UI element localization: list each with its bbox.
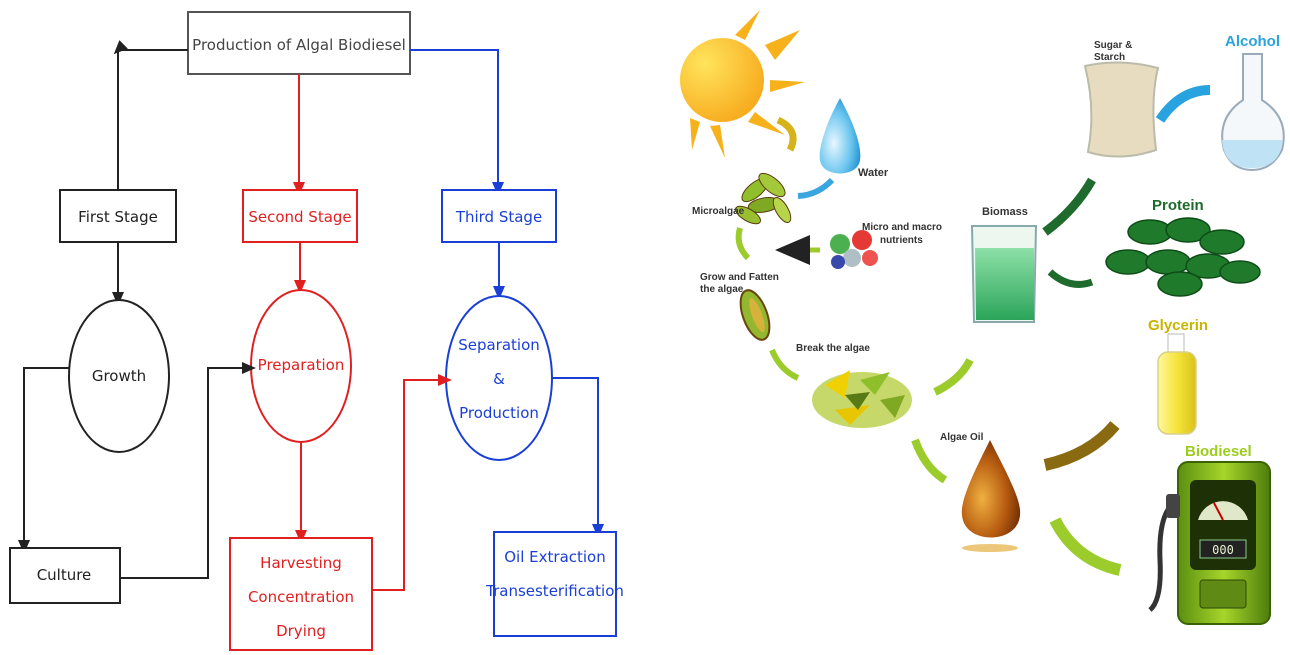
flowchart: Production of Algal Biodiesel First Stag…	[9, 11, 624, 651]
oil-arrow-down-icon	[1049, 517, 1122, 576]
fuel-pump-icon: 000	[1148, 461, 1271, 625]
biomass-arrow-right-icon	[1047, 269, 1094, 288]
biomass-label: Biomass	[982, 206, 1028, 218]
illustration: Water Microalgae Micro and macro nutrien…	[680, 10, 1285, 625]
growth-circle	[68, 299, 170, 453]
separation-label-1: Separation	[458, 336, 540, 354]
sack-arrow-icon	[1155, 85, 1211, 123]
first-stage-label: First Stage	[78, 208, 158, 226]
oil-drop-shadow	[962, 544, 1018, 552]
oil-drop-icon	[961, 440, 1021, 538]
third-stage-label: Third Stage	[455, 208, 542, 226]
connector-sep-oil	[552, 377, 604, 538]
grow-label-1: Grow and Fatten	[700, 272, 779, 283]
culture-box	[9, 547, 121, 604]
protein-label: Protein	[1152, 197, 1204, 214]
oil-arrow-up-icon	[1043, 421, 1120, 471]
oil-extraction-label-1: Oil Extraction	[504, 548, 605, 566]
water-arrow-icon	[797, 177, 835, 199]
connector-culture-prep	[120, 362, 256, 579]
biomass-arrow-up-icon	[1042, 177, 1096, 236]
sun-icon	[680, 10, 805, 158]
sun-arrow-icon	[776, 116, 797, 152]
microalgae-label: Microalgae	[692, 206, 745, 217]
glycerin-label: Glycerin	[1148, 317, 1208, 334]
connector-growth-culture	[18, 367, 69, 554]
alcohol-label: Alcohol	[1225, 33, 1280, 50]
first-stage-box	[59, 189, 177, 243]
nutrients-label-1: Micro and macro	[862, 222, 942, 233]
culture-label: Culture	[37, 566, 92, 584]
connector-harvest-sep	[372, 374, 452, 591]
broken-algae-icon	[812, 370, 912, 428]
glycerin-bottle-icon	[1157, 333, 1197, 435]
separation-label-2: &	[493, 370, 505, 388]
oil-extraction-box	[493, 531, 617, 637]
diagram-title: Production of Algal Biodiesel	[192, 36, 406, 54]
algae-oil-label: Algae Oil	[940, 432, 984, 443]
water-label: Water	[858, 167, 889, 179]
water-drop-icon	[819, 98, 861, 174]
sack-icon	[1083, 61, 1160, 158]
microalgae-icon	[735, 172, 792, 225]
connector-title-first	[112, 40, 188, 204]
grow-label-2: the algae	[700, 284, 744, 295]
nutrients-label-2: nutrients	[880, 235, 923, 246]
second-stage-label: Second Stage	[248, 208, 351, 226]
harvesting-label-1: Harvesting	[260, 554, 342, 572]
nutrients-icon	[830, 230, 878, 269]
sugar-label-2: Starch	[1094, 52, 1125, 63]
flask-icon	[1221, 53, 1285, 172]
preparation-label: Preparation	[258, 356, 345, 374]
sugar-label-1: Sugar &	[1094, 40, 1132, 51]
microalgae-arrow-icon	[735, 227, 751, 261]
title-box	[187, 11, 411, 75]
connector-title-third	[410, 49, 504, 196]
oil-extraction-label-2: Transesterification	[485, 582, 624, 600]
biodiesel-label: Biodiesel	[1185, 443, 1252, 460]
break-arrow-up-icon	[933, 358, 974, 396]
break-arrow-down-icon	[911, 438, 948, 484]
growth-label: Growth	[92, 367, 146, 385]
pump-counter: 000	[1212, 543, 1234, 557]
beaker-icon	[970, 225, 1038, 323]
harvesting-label-2: Concentration	[248, 588, 354, 606]
harvesting-box	[229, 537, 373, 651]
separation-label-3: Production	[459, 404, 539, 422]
harvesting-label-3: Drying	[276, 622, 326, 640]
protein-tablets-icon	[1105, 217, 1261, 297]
break-label: Break the algae	[796, 343, 870, 354]
grown-algae-icon	[739, 289, 771, 341]
grow-arrow-icon	[769, 348, 800, 381]
